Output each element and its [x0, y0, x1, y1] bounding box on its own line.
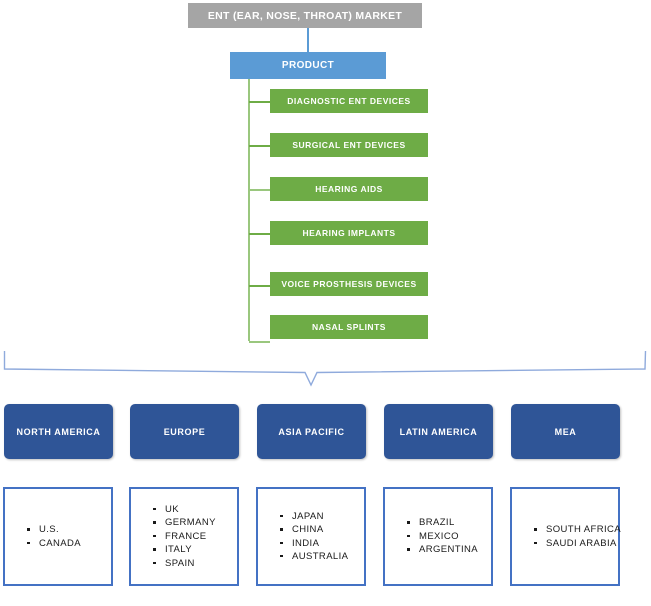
region-box-asia-pacific: ASIA PACIFIC — [257, 404, 366, 459]
country-box-north-america: U.S. CANADA — [3, 487, 113, 586]
list-item: GERMANY — [153, 516, 216, 529]
connector-tick-5 — [249, 285, 270, 287]
connector-tick-6 — [249, 341, 270, 343]
connector-tick-3 — [249, 189, 270, 191]
list-item: CANADA — [27, 537, 81, 550]
region-box-europe: EUROPE — [130, 404, 239, 459]
segment-product-box: PRODUCT — [230, 52, 386, 79]
connector-root-to-product — [307, 28, 309, 52]
connector-brace-to-regions — [3, 350, 647, 387]
product-type-box-nasal-splints: NASAL SPLINTS — [270, 315, 428, 339]
country-list-europe: UK GERMANY FRANCE ITALY SPAIN — [131, 503, 216, 570]
country-box-asia-pacific: JAPAN CHINA INDIA AUSTRALIA — [256, 487, 366, 586]
connector-product-spine — [248, 79, 250, 341]
product-type-box-diagnostic-ent-devices: DIAGNOSTIC ENT DEVICES — [270, 89, 428, 113]
connector-tick-1 — [249, 101, 270, 103]
product-type-box-hearing-implants: HEARING IMPLANTS — [270, 221, 428, 245]
connector-tick-2 — [249, 145, 270, 147]
product-type-box-hearing-aids: HEARING AIDS — [270, 177, 428, 201]
list-item: BRAZIL — [407, 516, 478, 529]
list-item: SAUDI ARABIA — [534, 537, 621, 550]
connector-tick-4 — [249, 233, 270, 235]
list-item: SPAIN — [153, 557, 216, 570]
list-item: JAPAN — [280, 510, 348, 523]
country-list-north-america: U.S. CANADA — [5, 523, 81, 550]
list-item: FRANCE — [153, 530, 216, 543]
list-item: INDIA — [280, 537, 348, 550]
list-item: AUSTRALIA — [280, 550, 348, 563]
product-type-box-surgical-ent-devices: SURGICAL ENT DEVICES — [270, 133, 428, 157]
region-box-latin-america: LATIN AMERICA — [384, 404, 493, 459]
list-item: SOUTH AFRICA — [534, 523, 621, 536]
list-item: U.S. — [27, 523, 81, 536]
country-box-latin-america: BRAZIL MEXICO ARGENTINA — [383, 487, 493, 586]
list-item: ITALY — [153, 543, 216, 556]
country-list-mea: SOUTH AFRICA SAUDI ARABIA — [512, 523, 621, 550]
list-item: UK — [153, 503, 216, 516]
country-list-asia-pacific: JAPAN CHINA INDIA AUSTRALIA — [258, 510, 348, 564]
product-type-box-voice-prosthesis-devices: VOICE PROSTHESIS DEVICES — [270, 272, 428, 296]
list-item: CHINA — [280, 523, 348, 536]
list-item: MEXICO — [407, 530, 478, 543]
country-box-mea: SOUTH AFRICA SAUDI ARABIA — [510, 487, 621, 586]
region-box-mea: MEA — [511, 404, 620, 459]
country-list-latin-america: BRAZIL MEXICO ARGENTINA — [385, 516, 478, 556]
list-item: ARGENTINA — [407, 543, 478, 556]
root-market-box: ENT (EAR, NOSE, THROAT) MARKET — [188, 3, 422, 28]
country-box-europe: UK GERMANY FRANCE ITALY SPAIN — [129, 487, 239, 586]
region-box-north-america: NORTH AMERICA — [4, 404, 113, 459]
